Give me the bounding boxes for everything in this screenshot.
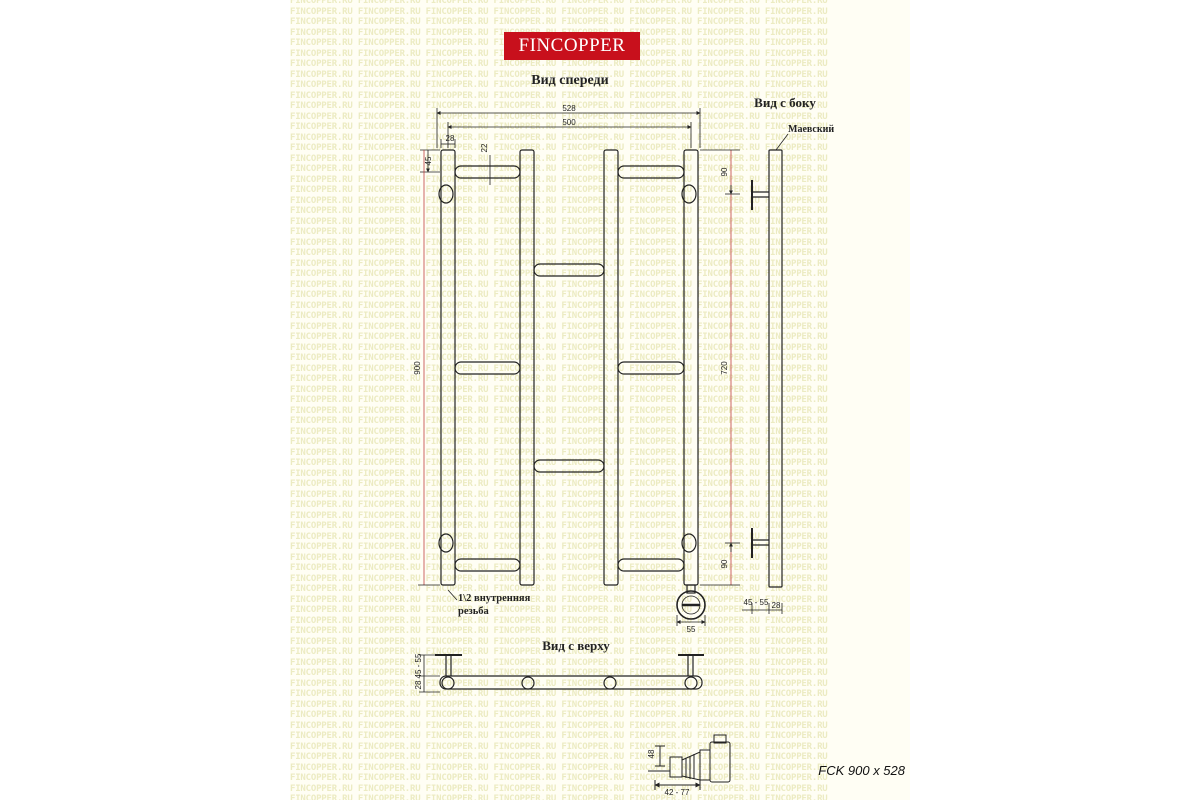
heater-dial: [676, 590, 706, 620]
front-view-title: Вид спереди: [531, 73, 608, 88]
crossbar: [617, 165, 685, 179]
wall-mount: [681, 184, 697, 204]
crossbar: [617, 361, 685, 375]
dim-heater-width: 55: [687, 625, 696, 634]
heater-cone: [681, 751, 701, 781]
dim-depth: 28: [772, 601, 781, 610]
top-view-title: Вид с верху: [542, 638, 610, 653]
crossbar: [454, 165, 521, 179]
rail-center-right: [603, 149, 619, 586]
top-dimensions: [419, 654, 440, 693]
side-dimensions: [742, 133, 789, 614]
dim-heater-length: 42 - 77: [665, 788, 690, 797]
side-rail: [768, 149, 783, 588]
heater-cap: [713, 734, 727, 744]
thread-label-line1: 1\2 внутренняя: [458, 593, 531, 604]
dim-top-view-depth: 28: [414, 680, 423, 689]
side-view-title: Вид с боку: [754, 95, 816, 110]
dim-mount-span: 720: [720, 361, 729, 375]
dim-axis-width: 500: [562, 118, 576, 127]
dim-mount-top: 90: [720, 167, 729, 176]
dim-top-view-gap: 45 - 55: [414, 653, 423, 678]
heater-stem: [686, 584, 696, 594]
dim-top-offset: 28: [446, 134, 455, 143]
thread-label-line2: резьба: [458, 606, 490, 617]
top-view-pipe: [603, 676, 617, 690]
crossbar: [533, 459, 605, 473]
wall-mount: [438, 184, 454, 204]
wall-mount: [681, 533, 697, 553]
top-view-pipe: [441, 676, 455, 690]
model-label: FCK 900 x 528: [818, 763, 905, 778]
rail-right: [683, 149, 699, 586]
front-view: [438, 149, 706, 620]
dim-overall-width: 528: [562, 104, 576, 113]
valve-label: Маевский: [788, 124, 834, 135]
crossbar: [454, 361, 521, 375]
wall-mount: [438, 533, 454, 553]
top-view-pipe: [521, 676, 535, 690]
dim-heater-height: 48: [647, 749, 656, 758]
top-view-body: [439, 675, 703, 690]
top-view: [435, 654, 704, 690]
heater-detail: [648, 734, 731, 790]
heater-body: [699, 749, 711, 781]
dim-top-margin: 45: [424, 156, 433, 165]
heater-head: [709, 741, 731, 783]
dim-mount-bottom: 90: [720, 559, 729, 568]
dim-bar-gap: 22: [480, 143, 489, 152]
crossbar: [533, 263, 605, 277]
heater-thread: [669, 756, 683, 778]
dim-wall-gap: 45 - 55: [744, 598, 769, 607]
side-view: [751, 149, 783, 588]
rail-left: [440, 149, 456, 586]
top-view-pipe: [684, 676, 698, 690]
crossbar: [617, 558, 685, 572]
crossbar: [454, 558, 521, 572]
front-dimensions: [418, 108, 740, 626]
dim-overall-height: 900: [413, 361, 422, 375]
rail-center-left: [519, 149, 535, 586]
brand-logo: FINCOPPER: [504, 32, 640, 60]
